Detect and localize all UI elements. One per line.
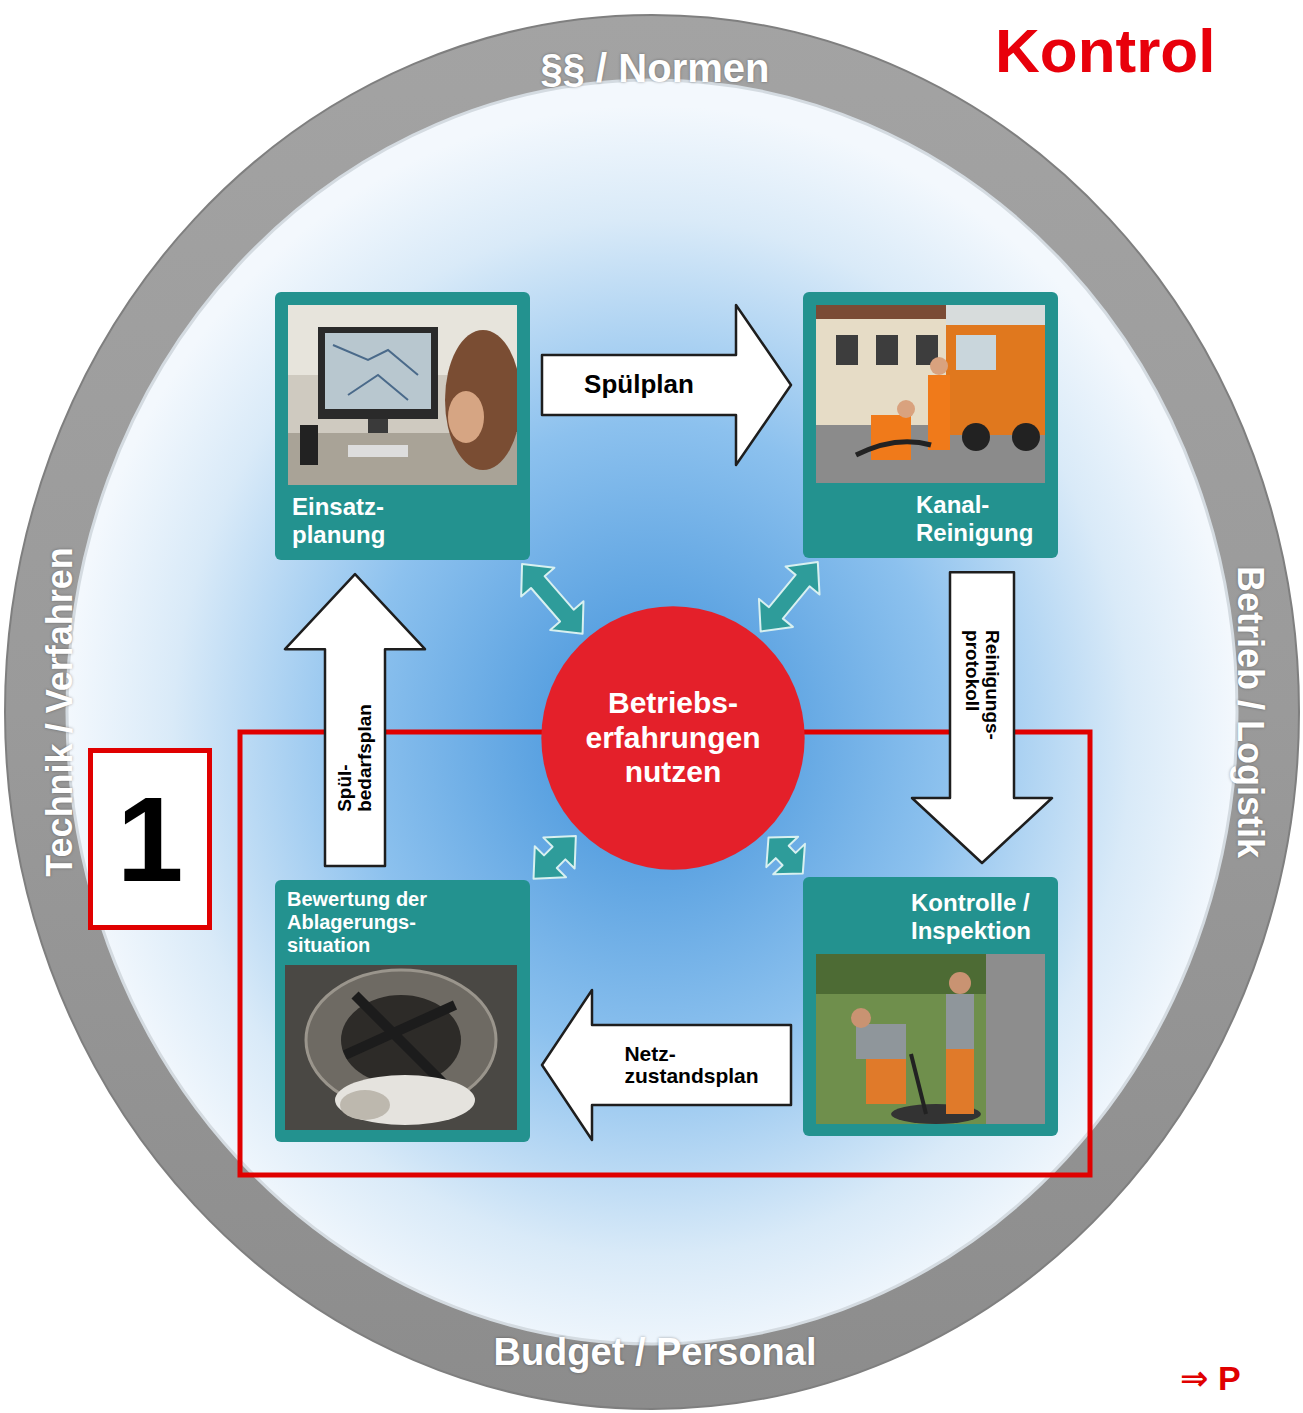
photo-detail	[318, 327, 438, 419]
photo-detail	[340, 1090, 390, 1120]
node-label: Einsatz- planung	[292, 493, 432, 548]
photo-detail	[876, 335, 898, 365]
photo-detail	[836, 335, 858, 365]
page-hint: ⇒ P	[1180, 1360, 1241, 1397]
exchange-arrow	[759, 562, 820, 631]
photo-detail	[1012, 423, 1040, 451]
process-box: Einsatz- planung	[275, 292, 530, 560]
outer-ring	[5, 15, 1299, 1409]
photo-detail	[911, 1054, 926, 1114]
photo-detail	[816, 315, 946, 425]
photo-detail	[956, 335, 996, 370]
process-box: Kanal- Reinigung	[803, 292, 1058, 558]
exchange-arrow	[521, 564, 583, 634]
photo-detail	[897, 400, 915, 418]
ring-label: §§ / Normen	[541, 48, 770, 88]
flow-arrow	[542, 990, 791, 1140]
photo-detail	[448, 391, 484, 443]
photo	[285, 965, 517, 1130]
edge-label: Spül- bedarfsplan	[334, 701, 376, 815]
photo-detail	[946, 1049, 974, 1114]
photo-detail	[871, 415, 911, 460]
photo-detail	[930, 357, 948, 375]
photo-detail	[445, 330, 517, 470]
photo-detail	[949, 972, 971, 994]
photo-detail	[946, 325, 1045, 435]
flow-arrow	[285, 574, 425, 866]
edge-label: Netz- zustandsplan	[621, 1042, 761, 1088]
photo-detail	[946, 994, 974, 1049]
flow-arrow	[912, 572, 1052, 863]
process-box: Kontrolle / Inspektion	[803, 877, 1058, 1136]
callout-number: 1	[88, 748, 212, 930]
process-box: Bewertung der Ablagerungs- situation	[275, 880, 530, 1142]
photo-detail	[816, 305, 1045, 483]
photo-detail	[866, 1059, 906, 1104]
photo-detail	[285, 965, 517, 1130]
photo-detail	[856, 1024, 906, 1059]
node-label: Bewertung der Ablagerungs- situation	[287, 888, 462, 957]
photo-detail	[325, 333, 431, 409]
photo-detail	[928, 375, 950, 450]
photo-detail	[962, 423, 990, 451]
photo	[816, 305, 1045, 483]
photo-detail	[856, 442, 931, 455]
edge-label: Spülplan	[581, 370, 697, 399]
photo-detail	[986, 954, 1045, 1124]
photo-detail	[341, 995, 461, 1085]
exchange-arrow	[534, 836, 576, 879]
exchange-arrow	[766, 837, 805, 875]
photo	[816, 954, 1045, 1124]
flow-arrow	[542, 305, 791, 465]
photo-detail	[335, 1075, 475, 1125]
center-circle: Betriebs- erfahrungen nutzen	[540, 605, 806, 871]
photo-detail	[368, 419, 388, 433]
ring-label: Budget / Personal	[493, 1333, 816, 1371]
inner-disc	[67, 80, 1237, 1344]
photo-detail	[333, 345, 418, 400]
photo	[288, 305, 517, 485]
title: Kontrol	[995, 15, 1215, 86]
photo-detail	[816, 954, 1045, 1124]
photo-detail	[348, 445, 408, 457]
node-label: Betriebs- erfahrungen nutzen	[585, 686, 760, 790]
ring-label: Betrieb / Logistik	[1232, 566, 1268, 858]
photo-detail	[851, 1008, 871, 1028]
photo-detail	[816, 305, 946, 319]
node-label: Kanal- Reinigung	[916, 491, 1041, 546]
edge-label: Reinigungs- protokoll	[961, 627, 1003, 743]
node-label: Kontrolle / Inspektion	[911, 889, 1041, 944]
photo-detail	[345, 995, 455, 1085]
ring-label: Technik / Verfahren	[42, 547, 78, 876]
photo-detail	[300, 425, 318, 465]
circle-fill	[541, 606, 804, 869]
